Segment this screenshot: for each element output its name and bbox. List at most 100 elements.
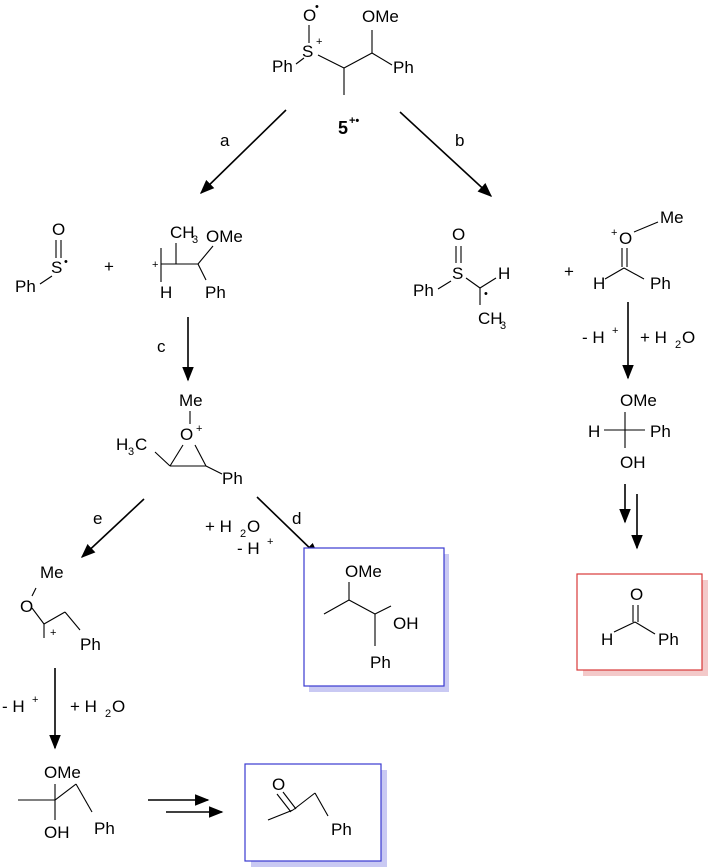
- charge-plus: +: [50, 627, 56, 639]
- bond: [31, 587, 37, 597]
- bond: [314, 792, 329, 817]
- atom-H: H: [601, 630, 613, 649]
- minus-h: - H: [2, 697, 25, 716]
- bond: [317, 54, 345, 69]
- atom-Ph: Ph: [272, 57, 293, 76]
- bond: [633, 221, 659, 233]
- minus-h: - H: [582, 328, 605, 347]
- bond: [613, 621, 636, 633]
- atom-O: O: [452, 225, 465, 244]
- water-add: + H: [70, 697, 97, 716]
- charge-plus: +: [152, 259, 158, 271]
- product-box-ketone: O Ph: [244, 763, 387, 867]
- atom-Ph: Ph: [658, 630, 679, 649]
- atom-H: H: [160, 283, 172, 302]
- subscript-3: 3: [192, 234, 198, 246]
- bond: [623, 267, 645, 280]
- water-O: O: [247, 517, 260, 536]
- atom-O: O: [180, 425, 193, 444]
- bond: [348, 599, 376, 615]
- conditions-b: - H + + H 2 O: [582, 325, 695, 351]
- water-O: O: [112, 697, 125, 716]
- arrow-a: [199, 109, 287, 195]
- water-sub: 2: [675, 339, 681, 351]
- product-box-d: OMe OH Ph: [303, 547, 449, 692]
- atom-CH: CH: [170, 223, 195, 242]
- bond: [194, 444, 207, 467]
- atom-OMe: OMe: [620, 391, 657, 410]
- compound-label: 5: [338, 118, 348, 138]
- bond: [479, 277, 497, 289]
- arrow-d: [256, 496, 320, 558]
- subscript-3: 3: [500, 320, 506, 332]
- minus-h: - H: [237, 539, 260, 558]
- bond: [276, 793, 292, 813]
- atom-OH: OH: [44, 823, 70, 842]
- path-label-b: b: [455, 131, 464, 150]
- h-plus-sup: +: [612, 325, 618, 337]
- atom-S: S: [302, 42, 313, 61]
- atom-S: S: [452, 264, 463, 283]
- path-label-c: c: [157, 337, 166, 356]
- atom-Ph: Ph: [205, 283, 226, 302]
- oxonium-ion: Me O + H 3 C Ph: [116, 391, 243, 488]
- path-label-a: a: [220, 131, 230, 150]
- atom-Ph: Ph: [80, 635, 101, 654]
- atom-O: O: [619, 229, 632, 248]
- bond: [64, 611, 81, 631]
- bond: [43, 611, 66, 625]
- atom-OMe: OMe: [206, 227, 243, 246]
- bond: [295, 57, 305, 65]
- atom-OMe: OMe: [362, 7, 399, 26]
- atom-O: O: [630, 585, 643, 604]
- atom-Ph: Ph: [393, 58, 414, 77]
- bond: [371, 52, 393, 66]
- atom-O: O: [20, 597, 33, 616]
- bond: [374, 605, 392, 615]
- secondary-cation: Me O + Ph: [20, 563, 101, 654]
- subscript-3: 3: [128, 446, 134, 458]
- atom-Ph: Ph: [15, 277, 36, 296]
- path-label-d: d: [292, 509, 301, 528]
- alpha-sulfinyl-radical: O S Ph • H CH 3: [413, 225, 510, 332]
- atom-Me: Me: [40, 563, 64, 582]
- bond: [634, 621, 656, 635]
- atom-OMe: OMe: [345, 562, 382, 581]
- bond: [75, 783, 93, 813]
- atom-OH: OH: [393, 614, 419, 633]
- bond: [197, 245, 214, 265]
- atom-Ph: Ph: [222, 469, 243, 488]
- oxocarbenium-ion: + O Me H Ph: [593, 208, 684, 293]
- charge-radical: +•: [349, 115, 359, 127]
- bond: [323, 599, 350, 615]
- conditions-d: + H 2 O - H +: [205, 517, 273, 558]
- bond: [604, 267, 625, 280]
- radical-dot: •: [484, 288, 488, 300]
- bond: [267, 809, 294, 821]
- atom-CH: CH: [478, 309, 503, 328]
- bond: [205, 465, 223, 475]
- bond: [465, 277, 481, 289]
- atom-OH: OH: [620, 453, 646, 472]
- bond: [197, 263, 207, 281]
- bond: [292, 792, 316, 811]
- sulfinyl-radical: O S • Ph: [15, 220, 68, 296]
- radical-dot: •: [64, 256, 68, 268]
- atom-Ph: Ph: [650, 422, 671, 441]
- atom-Ph: Ph: [94, 819, 115, 838]
- hemiketal: OMe OH Ph: [18, 763, 115, 842]
- h-plus-sup: +: [267, 536, 273, 548]
- plus-sign: +: [564, 262, 574, 281]
- bond: [343, 52, 373, 69]
- atom-O: O: [272, 775, 285, 794]
- water-add: + H: [205, 517, 232, 536]
- atom-Ph: Ph: [331, 820, 352, 839]
- water-O: O: [682, 328, 695, 347]
- bond: [154, 451, 171, 467]
- path-label-e: e: [93, 509, 102, 528]
- atom-O: O: [303, 6, 316, 25]
- atom-S: S: [51, 258, 62, 277]
- atom-H: H: [593, 274, 605, 293]
- atom-OMe: OMe: [44, 763, 81, 782]
